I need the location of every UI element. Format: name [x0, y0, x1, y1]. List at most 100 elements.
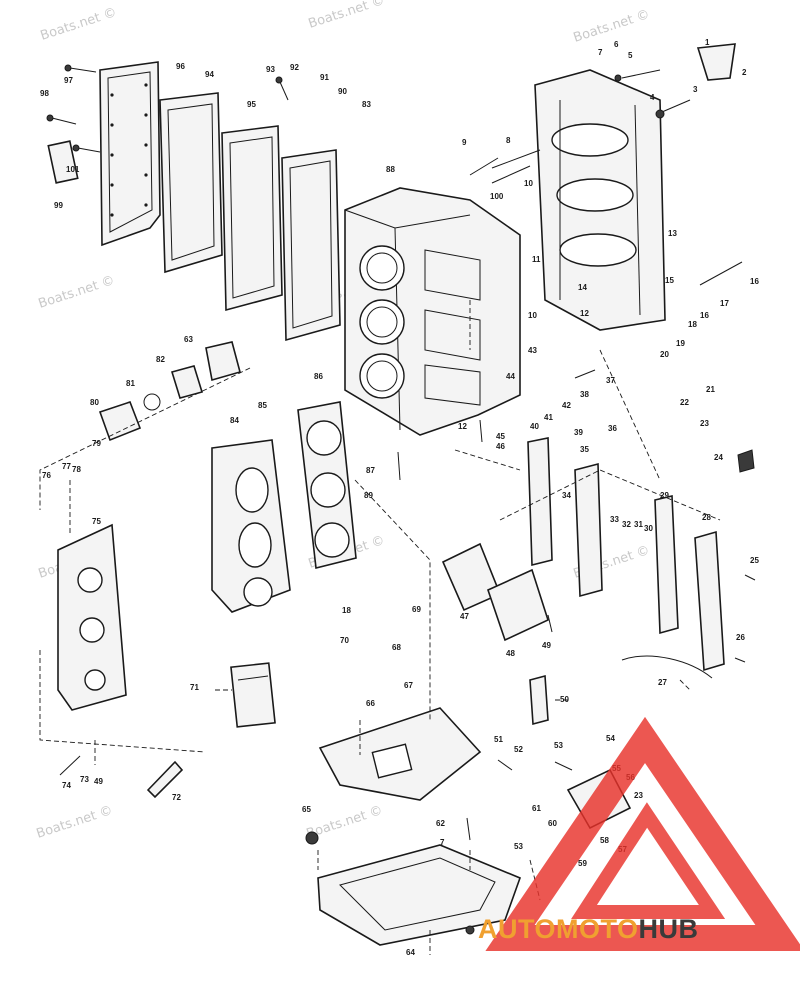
- callout-number: 2: [742, 68, 747, 77]
- callout-number: 25: [750, 556, 759, 565]
- callout-number: 58: [600, 836, 609, 845]
- callout-number: 22: [680, 398, 689, 407]
- callout-number: 5: [628, 51, 633, 60]
- brand-logo: AUTOMOTOHUB: [478, 716, 800, 951]
- callout-number: 16: [750, 277, 759, 286]
- callout-number: 43: [528, 346, 537, 355]
- callout-number: 76: [42, 471, 51, 480]
- callout-number: 30: [644, 524, 653, 533]
- callout-number: 99: [54, 201, 63, 210]
- callout-number: 32: [622, 520, 631, 529]
- callout-number: 29: [660, 491, 669, 500]
- logo-wordmark-auto-moto: AUTOMOTO: [478, 914, 639, 944]
- callout-number: 16: [700, 311, 709, 320]
- callout-number: 11: [532, 255, 541, 264]
- cylinder-block: [344, 187, 521, 436]
- callout-number: 67: [404, 681, 413, 690]
- callout-number: 49: [94, 777, 103, 786]
- callout-number: 23: [700, 419, 709, 428]
- callout-number: 82: [156, 355, 165, 364]
- callout-number: 49: [542, 641, 551, 650]
- callout-number: 47: [460, 612, 469, 621]
- callout-number: 101: [66, 165, 80, 174]
- reed-plates: [441, 437, 725, 672]
- logo-triangle-outer: [485, 716, 800, 951]
- callout-number: 6: [614, 40, 619, 49]
- callout-number: 65: [302, 805, 311, 814]
- callout-number: 24: [714, 453, 723, 462]
- callout-number: 68: [392, 643, 401, 652]
- callout-number: 42: [562, 401, 571, 410]
- callout-number: 60: [548, 819, 557, 828]
- callout-number: 19: [676, 339, 685, 348]
- callout-number: 21: [706, 385, 715, 394]
- callout-number: 83: [362, 100, 371, 109]
- callout-number: 85: [258, 401, 267, 410]
- callout-number: 46: [496, 442, 505, 451]
- callout-number: 71: [190, 683, 199, 692]
- watermark: Boats.net ©: [37, 273, 117, 312]
- callout-number: 53: [514, 842, 523, 851]
- callout-number: 54: [606, 734, 615, 743]
- callout-number: 28: [702, 513, 711, 522]
- callout-number: 84: [230, 416, 239, 425]
- callout-number: 96: [176, 62, 185, 71]
- callout-number: 7: [598, 48, 603, 57]
- callout-number: 91: [320, 73, 329, 82]
- watermark: Boats.net ©: [307, 0, 387, 32]
- callout-number: 13: [668, 229, 677, 238]
- callout-number: 40: [530, 422, 539, 431]
- callout-number: 10: [528, 311, 537, 320]
- callout-number: 98: [40, 89, 49, 98]
- callout-number: 87: [366, 466, 375, 475]
- callout-number: 36: [608, 424, 617, 433]
- callout-number: 59: [578, 859, 587, 868]
- callout-number: 61: [532, 804, 541, 813]
- callout-number: 89: [364, 491, 373, 500]
- logo-triangle-inner: [571, 802, 726, 919]
- callout-number: 26: [736, 633, 745, 642]
- watermark: Boats.net ©: [572, 7, 652, 46]
- callout-number: 34: [562, 491, 571, 500]
- callout-number: 79: [92, 439, 101, 448]
- watermark: Boats.net ©: [39, 5, 119, 44]
- callout-number: 18: [688, 320, 697, 329]
- callout-number: 97: [64, 76, 73, 85]
- callout-number: 33: [610, 515, 619, 524]
- head-cover-assembly: [47, 61, 341, 342]
- logo-wordmark-hub: HUB: [639, 914, 699, 944]
- callout-number: 44: [506, 372, 515, 381]
- callout-number: 77: [62, 462, 71, 471]
- callout-number: 15: [665, 276, 674, 285]
- callout-number: 70: [340, 636, 349, 645]
- callout-number: 92: [290, 63, 299, 72]
- callout-number: 31: [634, 520, 643, 529]
- callout-number: 75: [92, 517, 101, 526]
- callout-number: 7: [440, 838, 445, 847]
- callout-number: 94: [205, 70, 214, 79]
- callout-number: 39: [574, 428, 583, 437]
- exhaust-covers: [211, 401, 357, 613]
- leader-lines: [39, 300, 721, 955]
- callout-number: 45: [496, 432, 505, 441]
- callout-number: 27: [658, 678, 667, 687]
- callout-number: 18: [342, 606, 351, 615]
- thermostat-parts: [98, 341, 241, 442]
- callout-number: 90: [338, 87, 347, 96]
- callout-number: 88: [386, 165, 395, 174]
- callout-number: 78: [72, 465, 81, 474]
- callout-number: 20: [660, 350, 669, 359]
- callout-number: 52: [514, 745, 523, 754]
- callout-number: 73: [80, 775, 89, 784]
- callout-number: 35: [580, 445, 589, 454]
- callout-number: 3: [693, 85, 698, 94]
- callout-number: 17: [720, 299, 729, 308]
- callout-number: 50: [560, 695, 569, 704]
- callout-number: 23: [634, 791, 643, 800]
- callout-number: 95: [247, 100, 256, 109]
- callout-number: 62: [436, 819, 445, 828]
- callout-number: 14: [578, 283, 587, 292]
- callout-number: 72: [172, 793, 181, 802]
